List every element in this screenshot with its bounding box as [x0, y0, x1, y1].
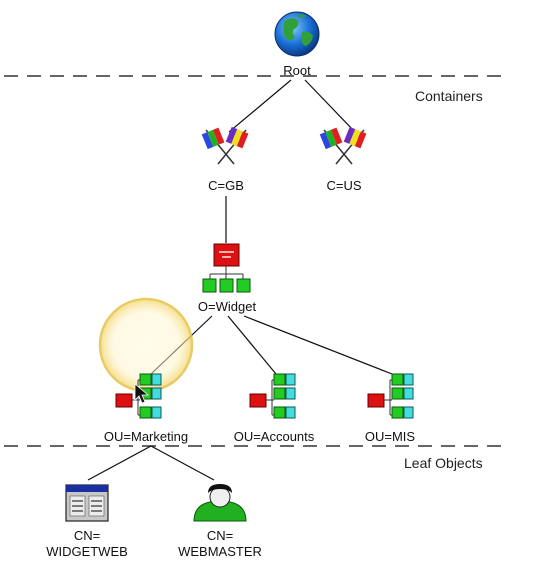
country-gb-label: C=GB — [208, 178, 244, 193]
server-window-icon — [65, 484, 109, 522]
ou-accounts-label: OU=Accounts — [234, 429, 315, 444]
cn-webmaster-label-prefix: CN= — [207, 528, 233, 543]
globe-icon — [274, 11, 320, 57]
cn-webmaster-label-name: WEBMASTER — [178, 544, 262, 559]
org-widget-label: O=Widget — [198, 299, 257, 314]
ou-marketing-node[interactable]: OU=Marketing — [104, 373, 188, 444]
cn-widgetweb-node[interactable]: CN= WIDGETWEB — [46, 484, 128, 559]
containers-label: Containers — [415, 88, 483, 104]
ou-tree-icon — [367, 373, 414, 419]
cn-widgetweb-label-prefix: CN= — [74, 528, 100, 543]
pointer-cursor — [134, 383, 150, 404]
ou-mis-node[interactable]: OU=MIS — [365, 373, 416, 444]
user-icon — [193, 484, 247, 522]
ou-tree-icon — [115, 373, 162, 419]
root-label: Root — [283, 63, 311, 78]
edge-marketing-webmaster — [150, 445, 215, 481]
root-node[interactable]: Root — [274, 11, 320, 78]
ou-mis-label: OU=MIS — [365, 429, 416, 444]
edge-marketing-widgetweb — [87, 445, 152, 481]
edge-root-gb — [228, 79, 292, 133]
ou-tree-icon — [249, 373, 296, 419]
country-gb-node[interactable]: C=GB — [201, 126, 249, 193]
country-us-label: C=US — [326, 178, 361, 193]
edge-widget-accounts — [227, 315, 277, 375]
edge-root-us — [304, 79, 356, 133]
org-chart-icon — [202, 243, 251, 293]
cn-widgetweb-label-name: WIDGETWEB — [46, 544, 128, 559]
flags-icon — [319, 126, 367, 165]
cn-webmaster-node[interactable]: CN= WEBMASTER — [178, 484, 262, 559]
leaf-objects-label: Leaf Objects — [404, 455, 483, 471]
flags-icon — [201, 126, 249, 165]
edge-widget-mis — [243, 315, 393, 375]
org-widget-node[interactable]: O=Widget — [198, 243, 257, 314]
ou-marketing-label: OU=Marketing — [104, 429, 188, 444]
country-us-node[interactable]: C=US — [319, 126, 367, 193]
ou-accounts-node[interactable]: OU=Accounts — [234, 373, 315, 444]
